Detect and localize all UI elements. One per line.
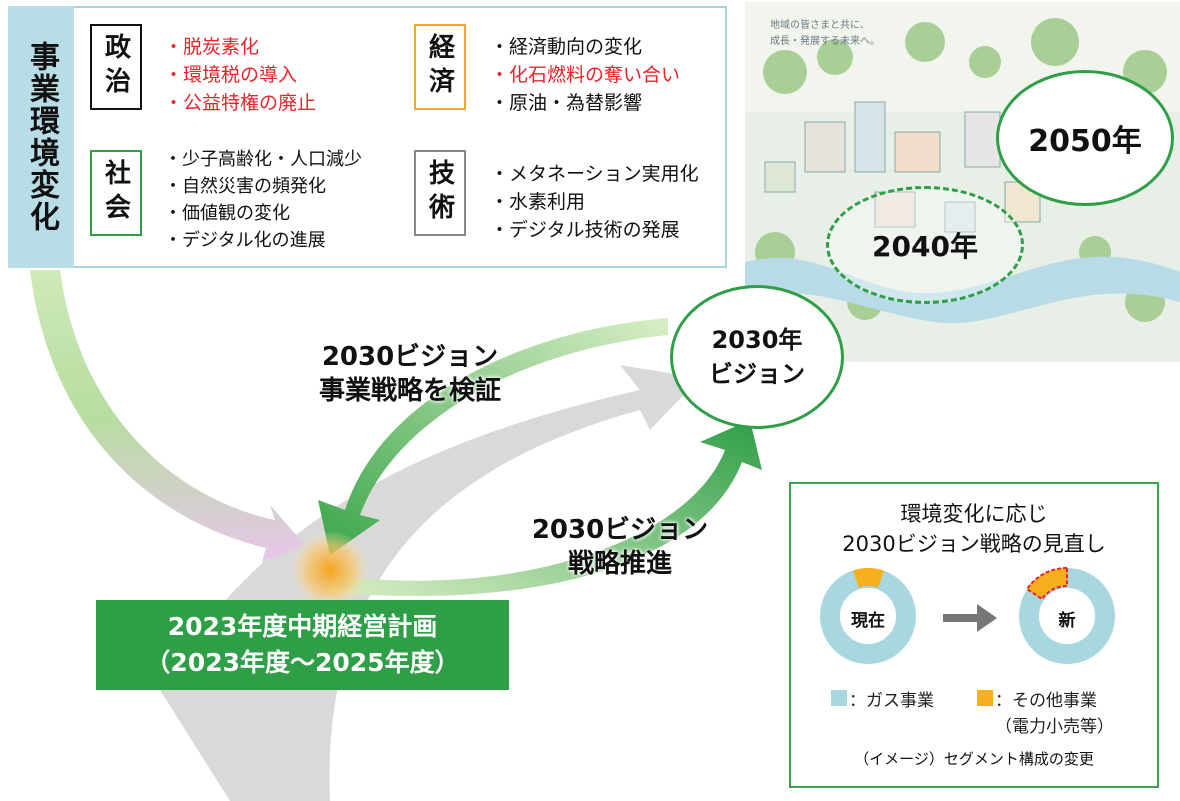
list-item: 環境税の導入: [164, 61, 316, 89]
milestone-2040: 2040年: [826, 186, 1024, 304]
plan-title: 2023年度中期経営計画: [167, 612, 438, 641]
economy-items: 経済動向の変化 化石燃料の奪い合い 原油・為替影響: [490, 33, 680, 117]
plan-glow: [290, 530, 370, 610]
verify-label-line2: 事業戦略を検証: [318, 376, 501, 406]
promote-arrow: [330, 420, 762, 597]
politics-box: 政治: [90, 24, 142, 110]
business-environment-header: 事業環境変化: [8, 6, 74, 268]
verify-arrow-label: 2030ビジョン 事業戦略を検証: [295, 340, 525, 408]
list-item: 化石燃料の奪い合い: [490, 61, 680, 89]
list-item: 価値観の変化: [164, 200, 362, 227]
grey-growth-path: [160, 365, 700, 801]
illustration-caption-2: 成長・発展する未来へ。: [770, 34, 880, 47]
verify-label-line1: 2030ビジョン: [321, 342, 499, 372]
current-donut: [820, 567, 916, 664]
segment-title-2: 2030ビジョン戦略の見直し: [842, 532, 1106, 556]
new-label: 新: [1058, 611, 1076, 631]
list-item: 少子高齢化・人口減少: [164, 146, 362, 173]
list-item: 自然災害の頻発化: [164, 173, 362, 200]
legend-other-swatch: [977, 690, 993, 706]
list-item: 脱炭素化: [164, 33, 316, 61]
list-item: デジタル技術の発展: [490, 216, 699, 244]
list-item: 原油・為替影響: [490, 89, 680, 117]
technology-items: メタネーション実用化 水素利用 デジタル技術の発展: [490, 160, 699, 244]
segment-note: （イメージ）セグメント構成の変更: [854, 750, 1094, 768]
society-items: 少子高齢化・人口減少 自然災害の頻発化 価値観の変化 デジタル化の進展: [164, 146, 362, 254]
list-item: デジタル化の進展: [164, 227, 362, 254]
milestone-2050-label: 2050年: [1028, 124, 1142, 159]
list-item: 経済動向の変化: [490, 33, 680, 61]
illustration-caption-1: 地域の皆さまと共に、: [770, 18, 870, 31]
economy-label: 経済: [424, 33, 455, 101]
list-item: メタネーション実用化: [490, 160, 699, 188]
transition-arrow: [943, 604, 997, 632]
current-label: 現在: [851, 611, 885, 631]
technology-box: 技術: [414, 150, 466, 236]
list-item: 公益特権の廃止: [164, 89, 316, 117]
politics-items: 脱炭素化 環境税の導入 公益特権の廃止: [164, 33, 316, 117]
milestone-2050: 2050年: [996, 70, 1174, 206]
business-environment-title: 事業環境変化: [24, 41, 59, 233]
economy-box: 経済: [414, 24, 466, 110]
promote-arrow-label: 2030ビジョン 戦略推進: [515, 513, 725, 581]
legend-other-label: ：その他事業: [995, 691, 1097, 711]
plan-period: （2023年度～2025年度）: [145, 648, 460, 677]
society-box: 社会: [90, 150, 142, 236]
politics-label: 政治: [100, 33, 131, 101]
new-donut: [1019, 566, 1115, 664]
milestone-2040-label: 2040年: [872, 230, 978, 263]
segment-donuts: [820, 566, 1115, 664]
legend-gas-swatch: [831, 690, 847, 706]
verify-arrow: [318, 318, 668, 555]
segment-review-panel: 環境変化に応じ 2030ビジョン戦略の見直し 現在 新 ：ガス事業 ：その他事業…: [789, 482, 1159, 788]
list-item: 水素利用: [490, 188, 699, 216]
society-label: 社会: [100, 159, 131, 227]
environment-change-arrow: [30, 270, 305, 562]
vision-year: 2030年: [711, 326, 803, 354]
legend-other-sub: （電力小売等）: [995, 717, 1114, 737]
promote-label-line1: 2030ビジョン: [531, 515, 709, 545]
promote-label-line2: 戦略推進: [567, 549, 672, 579]
legend-gas-label: ：ガス事業: [849, 691, 934, 711]
segment-title-1: 環境変化に応じ: [900, 502, 1048, 526]
vision-label: ビジョン: [709, 360, 805, 388]
technology-label: 技術: [424, 159, 455, 227]
vision-2030: 2030年 ビジョン: [670, 285, 844, 429]
midterm-plan-box: 2023年度中期経営計画 （2023年度～2025年度）: [96, 600, 509, 690]
